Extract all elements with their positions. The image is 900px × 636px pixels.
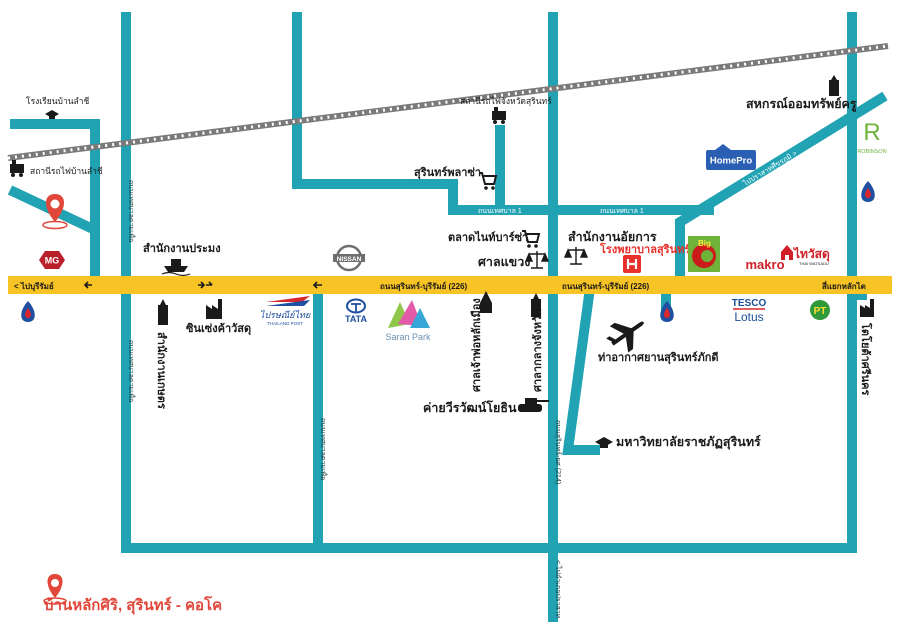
surin-plaza-label: สุรินทร์พลาซ่า [414,166,481,180]
station-lamchi-label: สถานีรถไฟบ้านลำชี [30,166,103,176]
road-vlabel-mid: ถนนเทศบาลตามเพื่อ [319,418,328,480]
svg-text:ไทวัสดุ: ไทวัสดุ [792,246,830,262]
hospital-label: โรงพยาบาลสุรินทร์ [599,242,690,257]
railway-ties [7,44,889,160]
uturn-arrow-icon [83,281,322,289]
saran-park-logo: Saran Park [385,300,431,342]
train-icon [10,160,24,177]
tesco-logo-icon: TESCO Lotus [732,298,767,324]
shopping-cart-icon [479,172,498,190]
scales-icon-2 [563,247,589,265]
talad-nine-label: ตลาดไนท์บาร์ซ่า [448,230,528,244]
thetsaban-label-2: ถนนเทศบาล 1 [600,208,644,215]
tata-logo-icon: TATA [345,298,367,324]
tank-icon [518,398,549,412]
svg-text:TESCO: TESCO [732,298,767,309]
toyota-label: โตโยต้าศรีนคร [859,322,873,395]
school-lamchi-label: โรงเรียนบ้านลำชี [26,96,90,106]
main-road-label-left: < ไปบุรีรัมย์ [14,281,54,292]
road-vlabel-left-bottom: ถนนเทศบาลตามเพื่อ [127,340,136,402]
army-camp-label: ค่ายวีรวัฒน์โยธิน [423,400,517,415]
svg-text:THAILAND POST: THAILAND POST [267,321,303,326]
train-icon-surin [492,107,506,124]
road-airport [562,287,600,455]
ptt-gas-icon-center [660,301,674,322]
svg-text:TATA: TATA [345,314,367,324]
ptt-gas-icon-right-top [861,181,875,202]
main-road-label-right: ถนนสุรินทร์-บุรีรัมย์ (226) [562,281,650,292]
legend-label: บ้านหลักศิริ, สุรินทร์ - คอโค [44,595,222,615]
nissan-logo-icon: NISSAN [333,244,365,272]
railway [7,43,889,161]
ptt-gas-icon [21,301,35,322]
thetsaban-label-1: ถนนเทศบาล 1 [478,208,522,215]
road-vlabel-left-top: ถนนเทศบาลตามเพื่อ [127,180,136,242]
svg-text:PT: PT [814,306,827,317]
road-top-left [10,119,100,288]
thai-post-logo: ไปรษณีย์ไทย THAILAND POST [260,296,311,326]
main-road-label-junction: สี่แยกหลักไต [822,280,866,291]
sala-khwaeng-label: ศาลแขวง [478,255,530,269]
svg-text:Saran Park: Saran Park [385,332,431,342]
shopping-cart-icon-2 [522,230,541,248]
svg-text:MG: MG [45,256,60,266]
airplane-icon [606,321,644,353]
svg-text:Big: Big [698,239,711,248]
scales-icon [524,251,550,269]
svg-text:makro: makro [745,257,784,272]
factory-icon-toyota [860,299,874,317]
svg-text:THAI WATSADU: THAI WATSADU [799,261,829,266]
school-icon [45,110,59,119]
temple-icon [480,291,492,313]
svg-text:Lotus: Lotus [734,310,763,324]
attorney-label: สำนักงานอัยการ [568,230,657,244]
tower-icon-gov [158,299,168,325]
fishery-label: สำนักงานประมง [143,242,221,255]
thaiwatsadu-logo: ไทวัสดุ THAI WATSADU [781,245,830,266]
homepro-logo: HomePro [706,144,756,170]
ship-icon [161,259,191,277]
main-road [8,276,892,294]
road-plaza [292,12,553,215]
bigc-logo-icon: Big [688,236,720,272]
gov-office-label: สำนักงานเกษตร [155,332,168,409]
airport-label: ท่าอากาศยานสุรินทร์ภักดี [598,351,719,365]
main-road-label-mid: ถนนสุรินทร์-บุรีรัมย์ (226) [380,281,468,292]
svg-text:ไปรษณีย์ไทย: ไปรษณีย์ไทย [260,309,311,320]
coop-label: สหกรณ์ออมทรัพย์ครู [746,96,857,112]
location-pin-icon [42,194,68,230]
university-label: มหาวิทยาลัยราชภัฏสุรินทร์ [616,434,761,450]
legend-pin-icon [43,574,67,605]
road-vlabel-214: ถนนสุรินทร์-ยศ (214) [554,420,562,484]
road-diagonal-right [675,91,888,288]
factory-icon [206,299,222,319]
robinson-logo-icon: R ROBINSON [857,119,886,155]
svg-text:R: R [863,119,880,146]
hospital-icon [623,255,641,273]
station-surin-label: สถานีรถไฟจังหวัดสุรินทร์ [460,96,552,107]
svg-text:HomePro: HomePro [710,156,752,167]
mg-logo-icon: MG [39,251,65,269]
sin-seng-label: ซินเซ่งค้าวัสดุ [186,322,251,336]
svg-text:ROBINSON: ROBINSON [857,149,886,155]
tower-icon-coop [829,75,839,96]
shrine-label: ศาลเจ้าพ่อหลักเมือง [470,298,483,392]
tower-icon-hall [531,293,541,317]
svg-text:NISSAN: NISSAN [337,256,362,263]
road-vlabel-prasat: < ไปอำเภอปราสาท [554,560,563,619]
graduation-cap-icon [595,437,613,448]
makro-logo-icon: makro [745,257,784,272]
pt-gas-icon: PT [810,300,830,320]
provincial-hall-label: ศาลากลางจังหวัด [531,309,544,392]
